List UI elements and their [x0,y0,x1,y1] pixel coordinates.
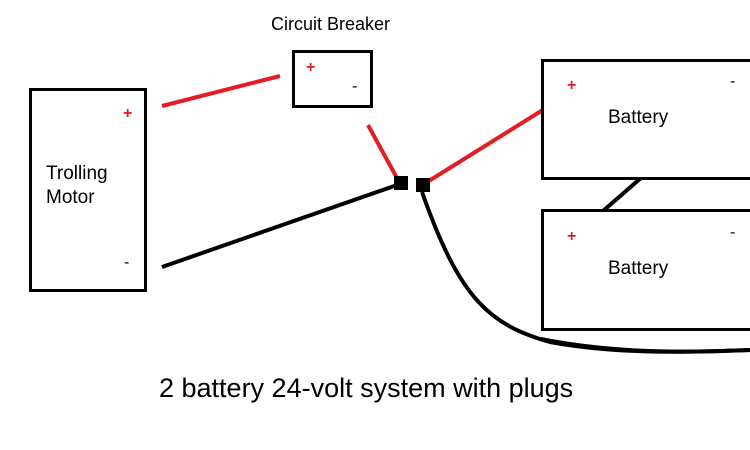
battery-bottom-positive-terminal: + [567,228,577,245]
battery-top-label: Battery [608,107,669,128]
trolling-motor-label-line2: Motor [46,187,95,208]
trolling-motor-box [29,88,147,292]
battery-bottom-negative-terminal: - [730,224,736,241]
battery-top-positive-terminal: + [567,77,577,94]
motor-positive-terminal: + [123,105,133,122]
wire-plug-to-battery-top-positive [422,96,564,186]
battery-bottom-box [541,209,750,331]
circuit-breaker-label: Circuit Breaker [271,14,391,34]
battery-top-box [541,59,750,180]
circuit-breaker-box [292,50,373,108]
breaker-negative-terminal: - [352,78,358,95]
breaker-positive-terminal: + [306,59,316,76]
motor-negative-terminal: - [124,254,130,271]
trolling-motor-label: Trolling Motor [46,162,108,210]
wire-breaker-to-plug [366,124,400,181]
wire-motor-to-breaker [161,74,281,108]
trolling-motor-label-line1: Trolling [46,163,108,184]
plug-connector-left [394,176,408,190]
plug-connector-right [416,178,430,192]
wire-motor-negative-to-plug [161,182,401,269]
battery-top-negative-terminal: - [730,73,736,90]
diagram-caption: 2 battery 24-volt system with plugs [159,373,574,403]
battery-bottom-label: Battery [608,258,669,279]
